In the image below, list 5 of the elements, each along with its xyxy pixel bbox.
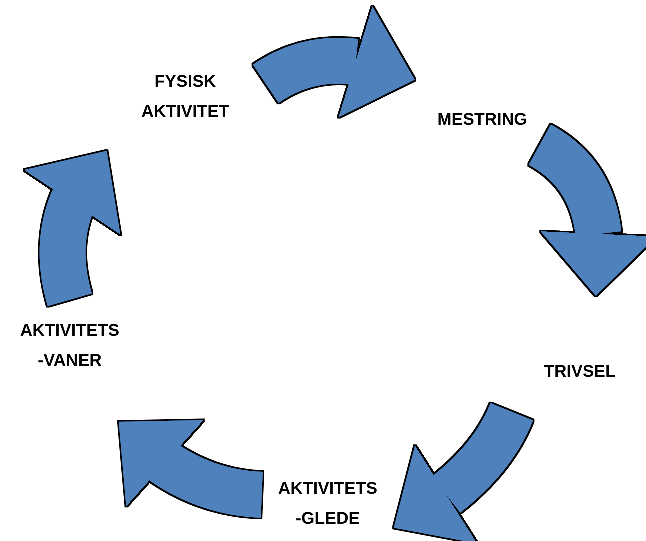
node-label: FYSISK AKTIVITET bbox=[140, 71, 230, 123]
node-label: AKTIVITETS -GLEDE bbox=[277, 478, 379, 530]
node-label: MESTRING bbox=[436, 109, 528, 131]
node-label: AKTIVITETS -VANER bbox=[19, 320, 121, 372]
node-label: TRIVSEL bbox=[543, 361, 617, 383]
